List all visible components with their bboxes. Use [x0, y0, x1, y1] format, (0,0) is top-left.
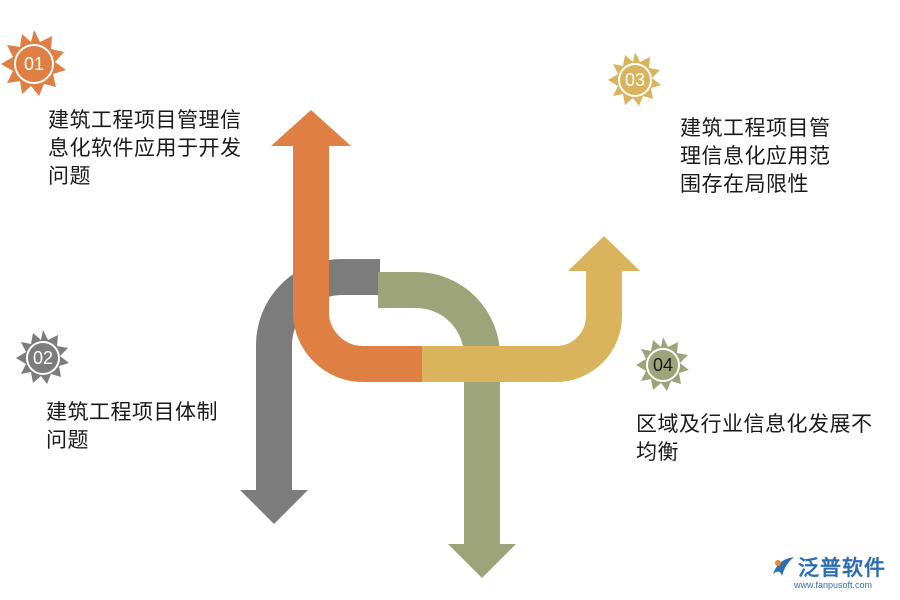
item-03-line-3: 围存在局限性: [680, 172, 809, 196]
watermark-url: www.fanpusoft.com: [794, 580, 873, 590]
item-03-description: 建筑工程项目管 理信息化应用范 围存在局限性: [680, 114, 831, 198]
logo-icon: [773, 557, 794, 576]
item-02-line-1: 建筑工程项目体制: [46, 400, 218, 424]
badge-04-number: 04: [653, 355, 673, 375]
item-04-description: 区域及行业信息化发展不 均衡: [636, 410, 873, 466]
item-01-description: 建筑工程项目管理信 息化软件应用于开发 问题: [48, 106, 242, 190]
item-02-line-2: 问题: [46, 428, 89, 452]
item-03-line-1: 建筑工程项目管: [680, 116, 831, 140]
item-03-line-2: 理信息化应用范: [680, 144, 831, 168]
arrow-04-olive: [378, 272, 516, 578]
badge-04: 04: [636, 337, 689, 391]
item-04-line-2: 均衡: [636, 440, 679, 464]
item-04-line-1: 区域及行业信息化发展不: [636, 412, 873, 436]
badge-01-number: 01: [24, 54, 44, 74]
item-02-description: 建筑工程项目体制 问题: [46, 398, 218, 454]
badge-02-number: 02: [33, 348, 53, 368]
item-01-line-3: 问题: [48, 164, 91, 188]
badge-02: 02: [16, 330, 69, 384]
badge-03: 03: [608, 52, 661, 106]
badge-03-number: 03: [625, 70, 645, 90]
arrow-01-orange: [271, 110, 422, 382]
item-01-line-1: 建筑工程项目管理信: [48, 108, 242, 132]
item-01-line-2: 息化软件应用于开发: [48, 136, 242, 160]
watermark-name: 泛普软件: [798, 556, 886, 580]
badge-01: 01: [1, 30, 66, 96]
arrow-03-gold: [422, 236, 640, 382]
watermark-logo: 泛普软件 www.fanpusoft.com: [770, 552, 892, 594]
